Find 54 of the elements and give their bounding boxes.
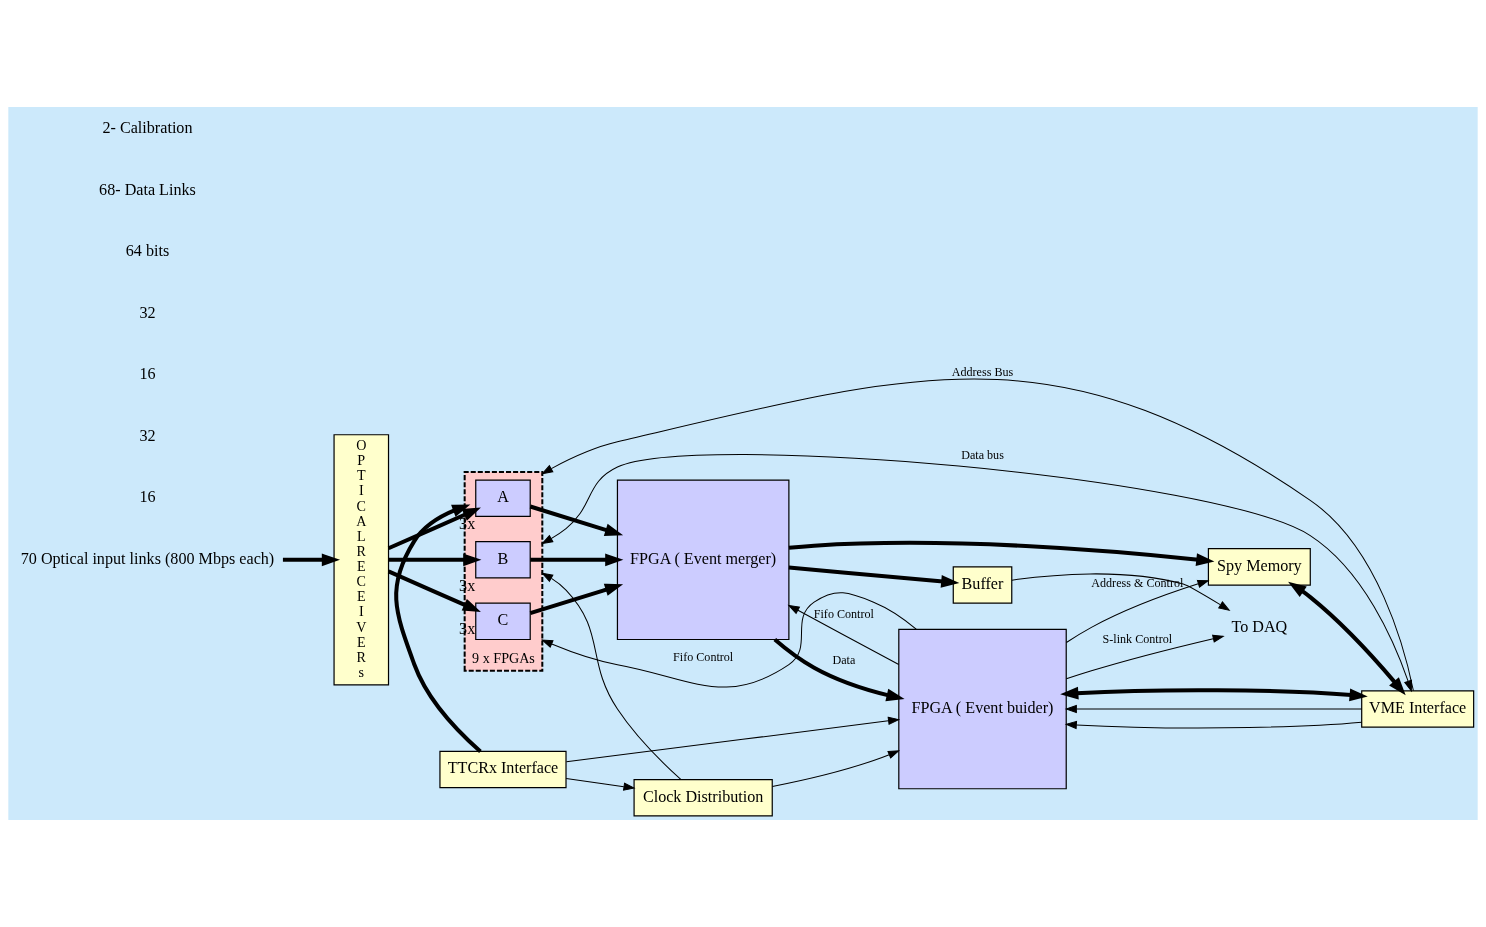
arrow (394, 504, 482, 753)
node-box: Buffer (952, 566, 1013, 604)
node-label: 9 x FPGAs (472, 649, 535, 666)
arrow (540, 454, 1413, 693)
arrow (1011, 573, 1231, 611)
arrow (565, 777, 636, 791)
node-text: 70 Optical input links (800 Mbps each) (20, 549, 275, 567)
arrow (529, 504, 624, 536)
edge-label: Fifo Control (813, 606, 874, 621)
edge-label: S-link Control (1102, 632, 1173, 647)
arrow (788, 565, 960, 588)
label: 32 (139, 303, 156, 321)
arrow (773, 637, 905, 702)
node-box: B (475, 541, 531, 579)
arrow (529, 583, 624, 616)
node-box: Spy Memory (1207, 548, 1311, 586)
label: 68- Data Links (99, 180, 196, 198)
node-box: A (475, 479, 531, 518)
node-box: FPGA ( Event buider) (898, 628, 1067, 790)
arrow (388, 553, 482, 567)
arrow (1064, 720, 1363, 730)
arrow (787, 604, 900, 666)
arrow (387, 569, 481, 613)
arrow (540, 572, 682, 780)
label: 64 bits (125, 242, 170, 260)
arrow (771, 750, 901, 787)
label: 32 (139, 426, 156, 444)
arrow (1060, 686, 1368, 702)
arrow (565, 716, 901, 763)
label: 2- Calibration (102, 119, 193, 137)
edge-label: Fifo Control (673, 650, 734, 665)
edge-label: Address Bus (951, 364, 1014, 379)
node-box: C (475, 602, 531, 641)
label: 16 (139, 488, 156, 506)
arrow (282, 553, 341, 567)
arrow (540, 378, 1414, 692)
node-box: O P T I C A L R E C E I V E R s (333, 434, 390, 686)
node-box: TTCRx Interface (439, 750, 567, 789)
arrow (1064, 704, 1363, 714)
edge-label: Data bus (961, 447, 1004, 462)
node-box: FPGA ( Event merger) (616, 479, 790, 641)
node-box: VME Interface (1361, 690, 1475, 728)
arrow (387, 507, 481, 551)
arrow (788, 540, 1215, 566)
arrow (1065, 634, 1225, 680)
arrow (530, 553, 624, 567)
node-text: To DAQ (1231, 618, 1288, 636)
arrow (1288, 581, 1406, 696)
arrow (1065, 579, 1210, 644)
arrow (540, 592, 917, 688)
node-box: Clock Distribution (633, 779, 773, 817)
label: 16 (139, 365, 156, 383)
edge-label: Data (832, 653, 856, 668)
edge-label: Address & Control (1091, 575, 1184, 590)
